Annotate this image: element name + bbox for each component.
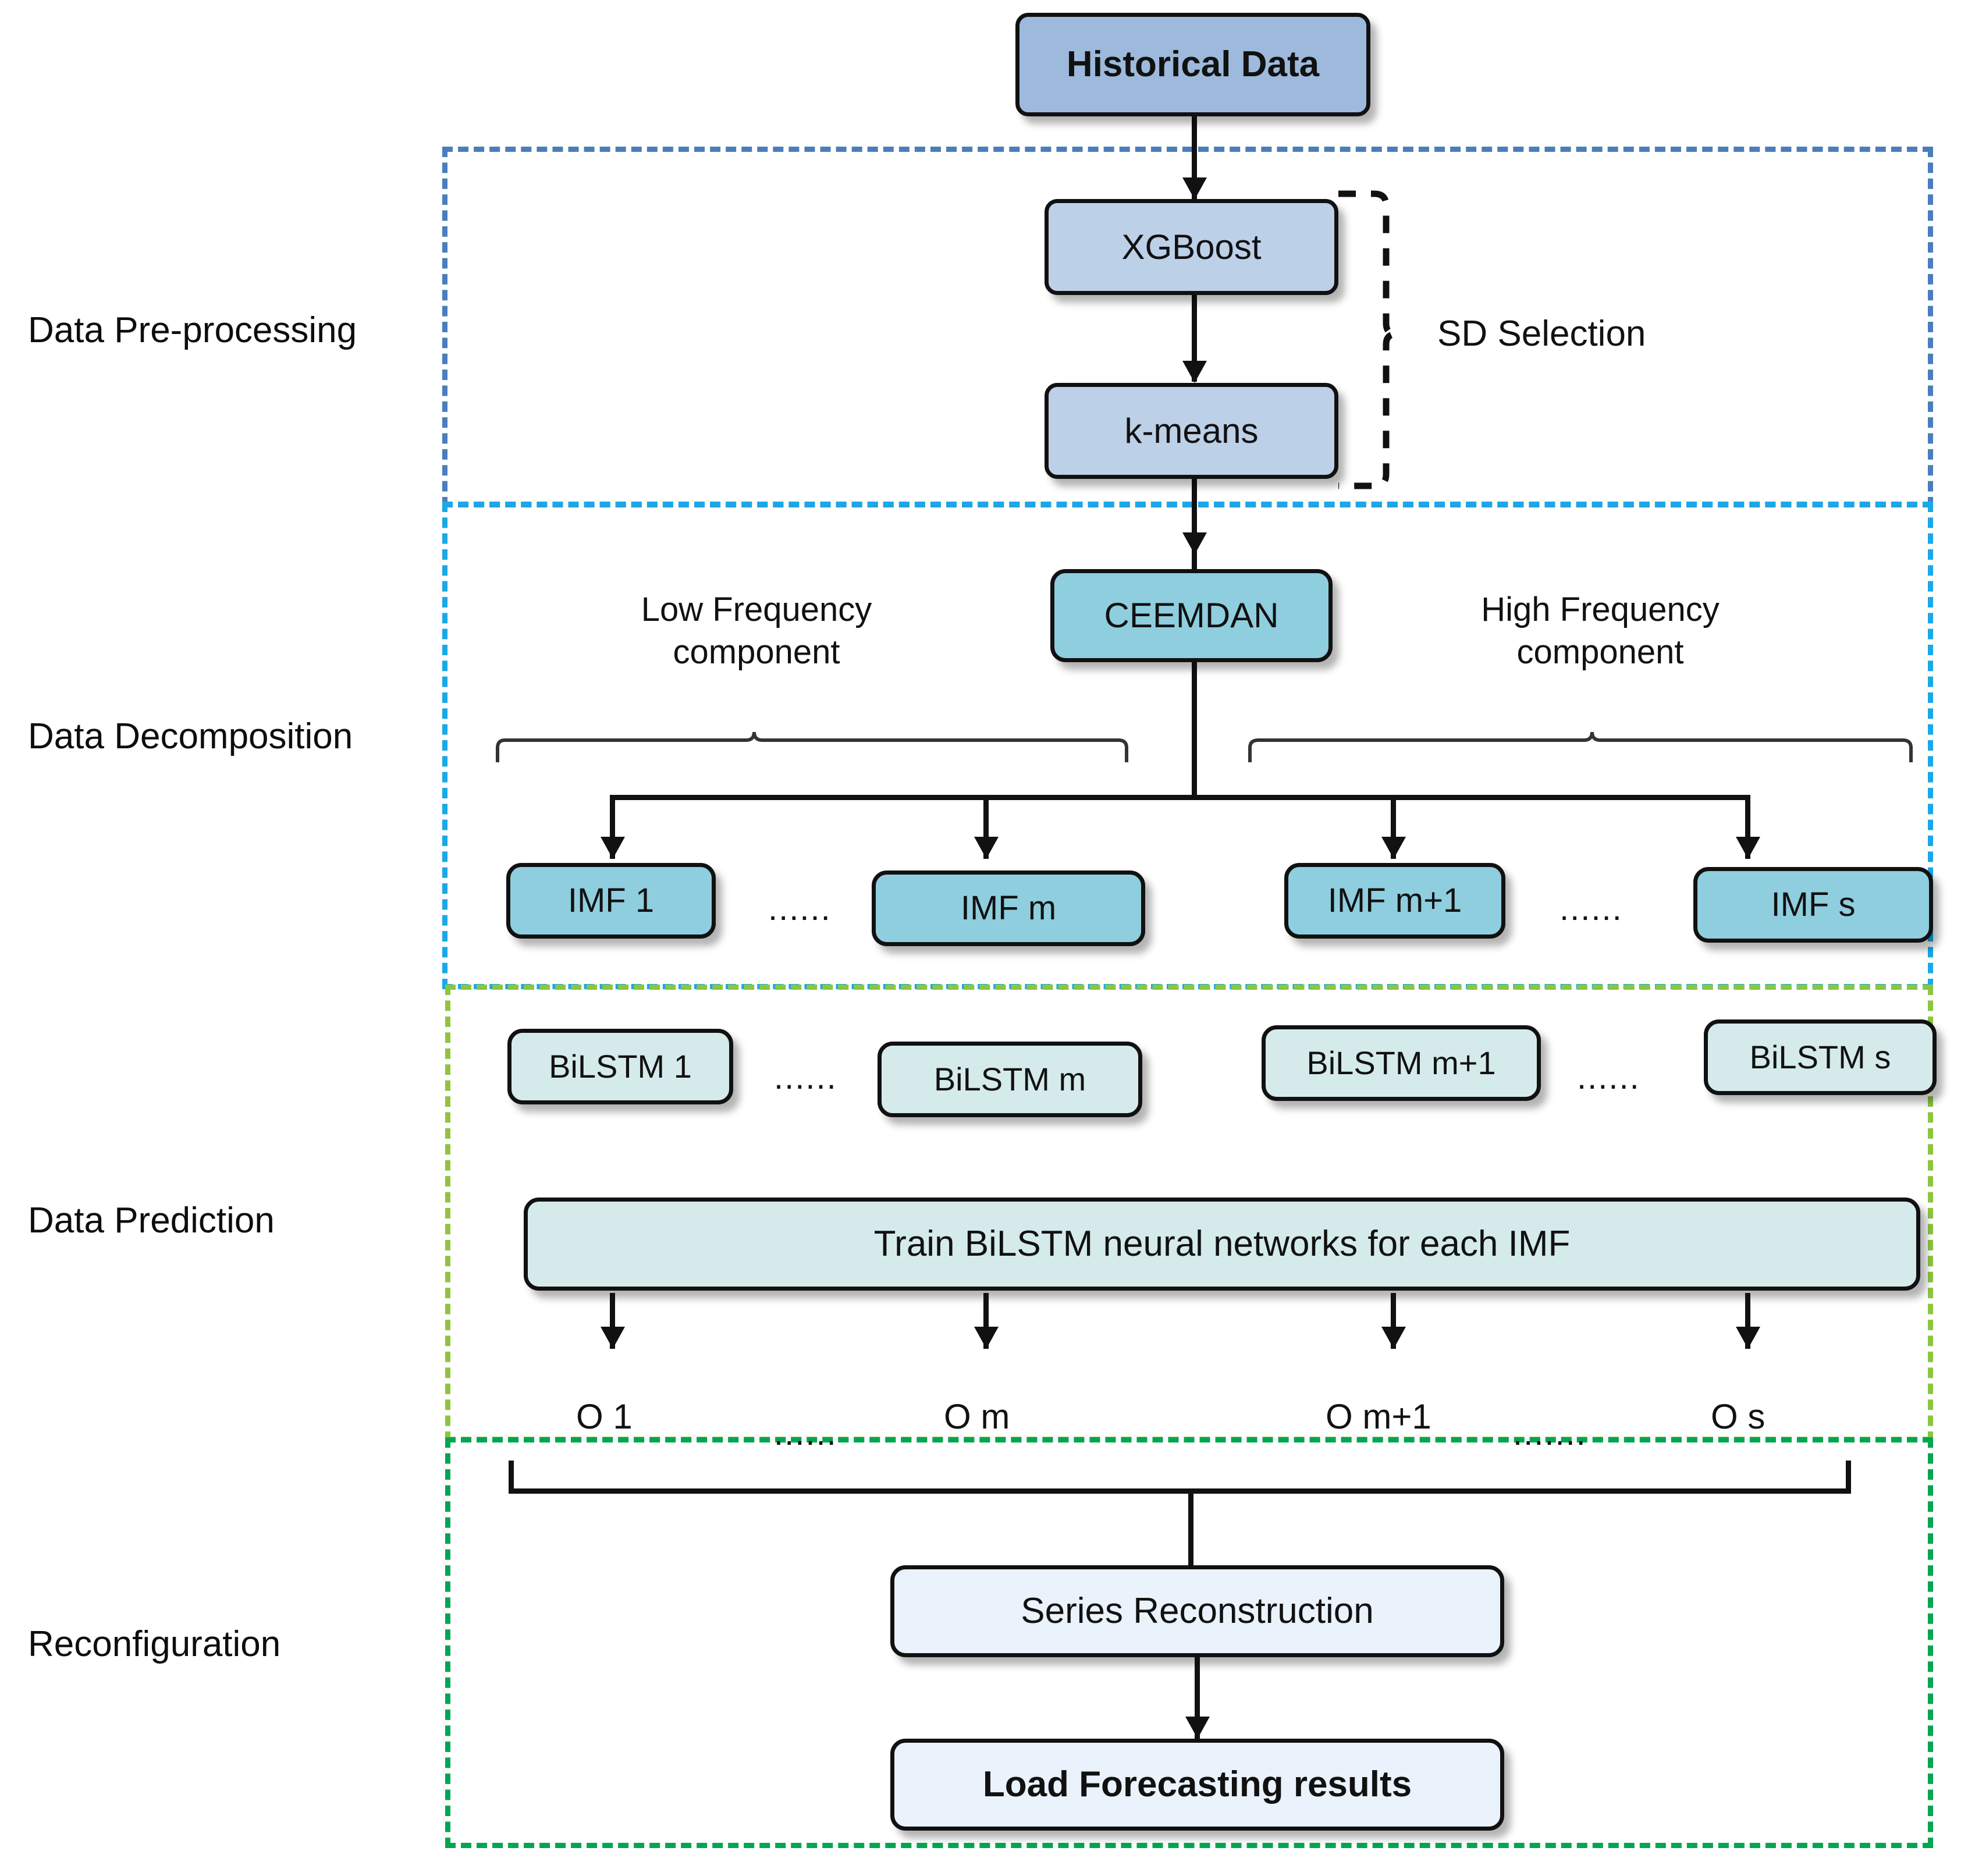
ellipsis-output-left: ...... bbox=[774, 1415, 837, 1452]
arrowhead-to-imf-s bbox=[1736, 837, 1760, 859]
ellipsis-imf-right: ...... bbox=[1560, 890, 1623, 928]
label-low-frequency-line1: Low Frequency bbox=[641, 591, 872, 628]
node-bilstm-m-plus-1[interactable]: BiLSTM m+1 bbox=[1262, 1025, 1541, 1101]
connector-series-to-forecast bbox=[1195, 1657, 1200, 1739]
label-output-m-plus-1: O m+1 bbox=[1326, 1397, 1431, 1436]
arrowhead-to-xgboost bbox=[1182, 177, 1207, 200]
section-label-reconfiguration: Reconfiguration bbox=[28, 1624, 281, 1664]
section-label-data-pre-processing: Data Pre-processing bbox=[28, 310, 357, 350]
split-branch-to-imf-s bbox=[1745, 795, 1750, 859]
node-imf-m-plus-1[interactable]: IMF m+1 bbox=[1284, 863, 1505, 939]
node-k-means[interactable]: k-means bbox=[1045, 383, 1338, 479]
node-bilstm-m[interactable]: BiLSTM m bbox=[878, 1042, 1142, 1117]
split-bus-horizontal bbox=[610, 795, 1750, 800]
connector-historical-to-xgboost bbox=[1192, 114, 1197, 201]
label-output-m: O m bbox=[944, 1397, 1010, 1436]
connector-merge-to-series-reconstruction bbox=[1188, 1488, 1193, 1565]
node-bilstm-s[interactable]: BiLSTM s bbox=[1704, 1019, 1937, 1095]
node-load-forecasting-results[interactable]: Load Forecasting results bbox=[890, 1739, 1504, 1831]
merge-branch-from-output-1 bbox=[509, 1461, 514, 1493]
label-high-frequency-line1: High Frequency bbox=[1481, 591, 1720, 628]
label-low-frequency-component: Low Frequency component bbox=[594, 589, 919, 673]
section-frame-reconfiguration bbox=[445, 1437, 1933, 1848]
node-xgboost[interactable]: XGBoost bbox=[1045, 199, 1338, 295]
arrowhead-to-output-1 bbox=[601, 1327, 625, 1349]
connector-kmeans-to-ceemdan bbox=[1192, 478, 1197, 571]
label-output-1: O 1 bbox=[576, 1397, 633, 1436]
section-label-data-decomposition: Data Decomposition bbox=[28, 716, 353, 756]
label-output-s: O s bbox=[1711, 1397, 1765, 1436]
arrowhead-to-kmeans bbox=[1182, 361, 1207, 383]
ellipsis-bilstm-left: ...... bbox=[774, 1058, 837, 1096]
node-imf-m[interactable]: IMF m bbox=[872, 871, 1145, 946]
arrowhead-to-imf-1 bbox=[601, 837, 625, 859]
connector-train-to-output-m bbox=[983, 1293, 989, 1349]
node-imf-s[interactable]: IMF s bbox=[1693, 867, 1933, 943]
arrowhead-to-ceemdan bbox=[1182, 532, 1207, 555]
ellipsis-output-right: ....... bbox=[1513, 1415, 1587, 1452]
ellipsis-imf-left: ...... bbox=[768, 890, 832, 928]
arrowhead-to-output-m bbox=[974, 1327, 999, 1349]
label-low-frequency-line2: component bbox=[673, 633, 840, 671]
merge-bus-horizontal bbox=[509, 1488, 1851, 1494]
connector-train-to-output-m1 bbox=[1391, 1293, 1396, 1349]
merge-branch-from-output-s bbox=[1846, 1461, 1851, 1493]
arrowhead-to-forecast bbox=[1185, 1717, 1210, 1739]
arrowhead-to-output-s bbox=[1736, 1327, 1760, 1349]
split-branch-to-imf-1 bbox=[610, 795, 615, 859]
connector-xgboost-to-kmeans bbox=[1192, 294, 1197, 382]
node-bilstm-1[interactable]: BiLSTM 1 bbox=[507, 1029, 733, 1104]
section-label-data-prediction: Data Prediction bbox=[28, 1200, 275, 1241]
node-historical-data[interactable]: Historical Data bbox=[1015, 13, 1370, 116]
node-series-reconstruction[interactable]: Series Reconstruction bbox=[890, 1565, 1504, 1657]
node-train-bilstm-networks[interactable]: Train BiLSTM neural networks for each IM… bbox=[524, 1198, 1920, 1291]
arrowhead-to-imf-m bbox=[974, 837, 999, 859]
arrowhead-to-output-m1 bbox=[1381, 1327, 1406, 1349]
label-high-frequency-component: High Frequency component bbox=[1437, 589, 1763, 673]
arrowhead-to-imf-m1 bbox=[1381, 837, 1406, 859]
split-branch-to-imf-m1 bbox=[1391, 795, 1396, 859]
label-sd-selection: SD Selection bbox=[1437, 314, 1646, 354]
node-ceemdan[interactable]: CEEMDAN bbox=[1050, 569, 1333, 662]
connector-train-to-output-s bbox=[1745, 1293, 1750, 1349]
connector-ceemdan-to-split bbox=[1192, 662, 1197, 795]
label-high-frequency-line2: component bbox=[1516, 633, 1684, 671]
connector-train-to-output-1 bbox=[610, 1293, 615, 1349]
ellipsis-bilstm-right: ...... bbox=[1577, 1058, 1640, 1096]
split-branch-to-imf-m bbox=[983, 795, 989, 859]
node-imf-1[interactable]: IMF 1 bbox=[506, 863, 716, 939]
